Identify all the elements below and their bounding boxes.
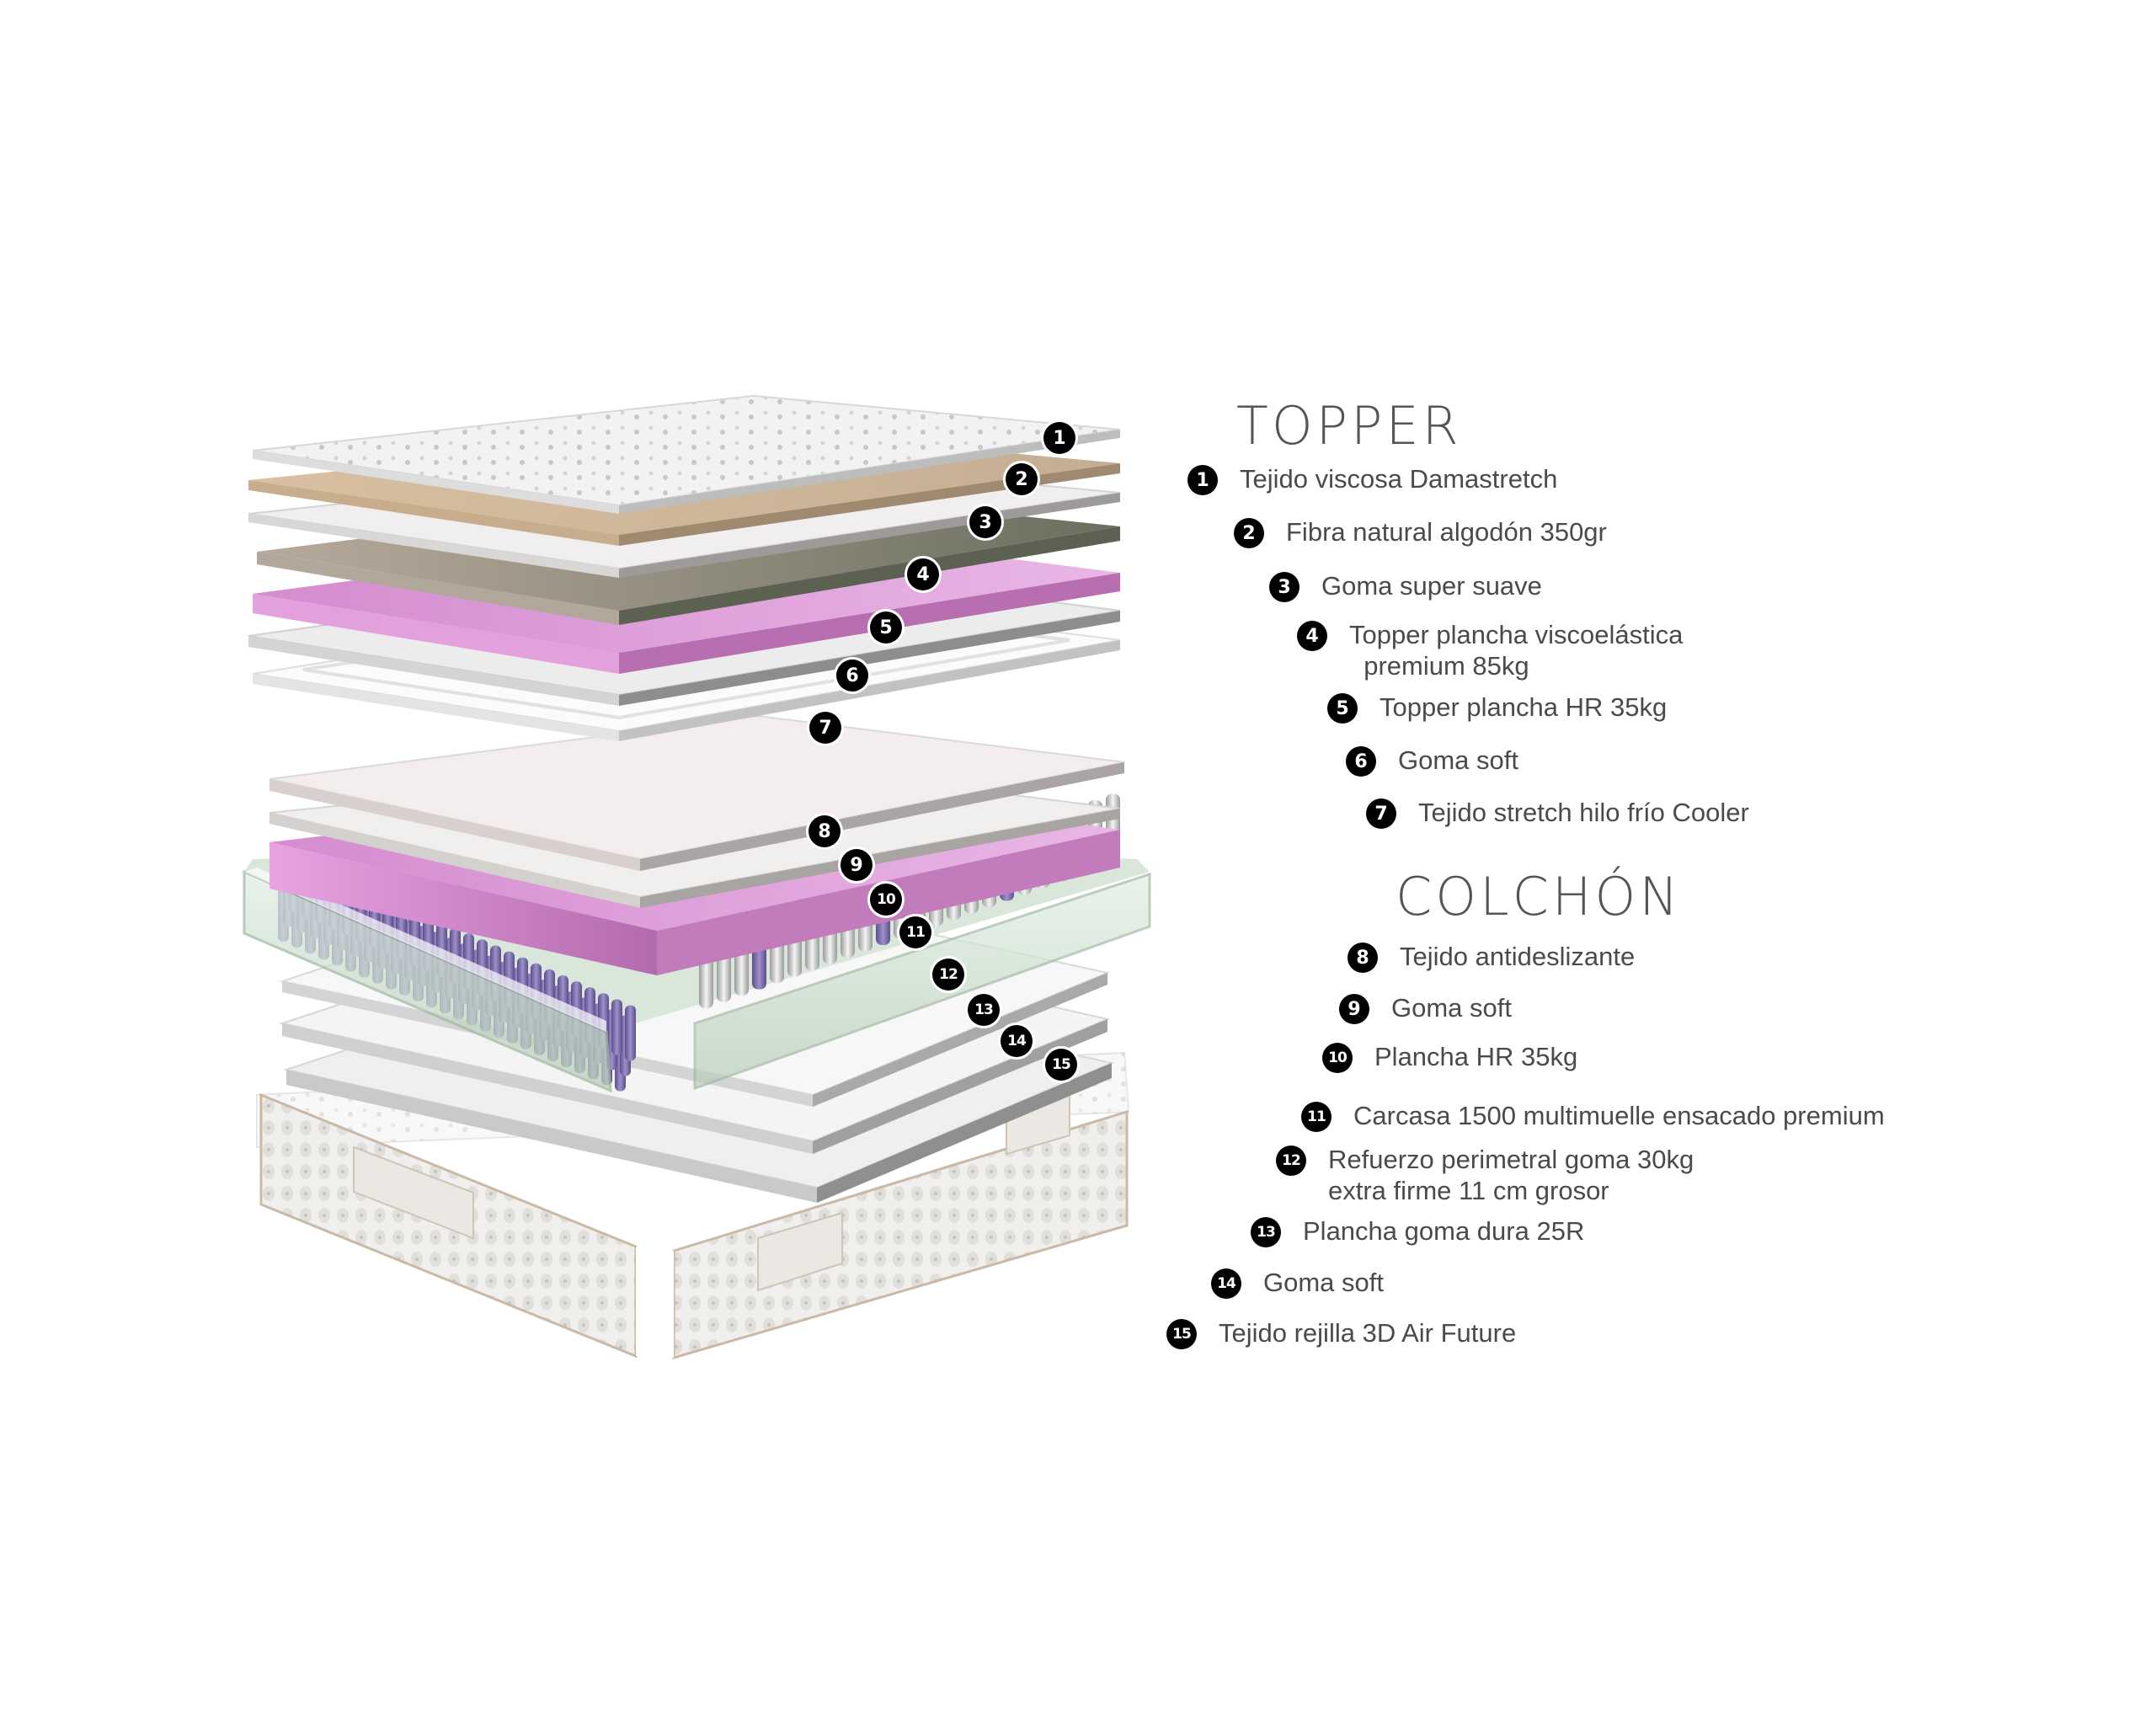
legend-item: 4 Topper plancha viscoelástica premium 85… — [1297, 619, 1683, 681]
legend-text: Tejido viscosa Damastretch — [1240, 464, 1558, 494]
legend-text: Tejido antideslizante — [1400, 942, 1636, 971]
legend-item: 14 Goma soft — [1211, 1267, 1384, 1299]
legend-item: 8 Tejido antideslizante — [1348, 941, 1635, 973]
legend-item: 6 Goma soft — [1346, 745, 1518, 777]
legend-text: Goma soft — [1263, 1268, 1384, 1297]
layer-callout: 12 — [932, 959, 964, 991]
legend-text: Topper plancha viscoelástica premium 85k… — [1349, 620, 1684, 681]
legend-text: Carcasa 1500 multimuelle ensacado premiu… — [1353, 1101, 1885, 1130]
number-badge: 2 — [1234, 518, 1264, 548]
number-badge: 9 — [1339, 994, 1369, 1024]
legend-item: 15 Tejido rejilla 3D Air Future — [1166, 1317, 1516, 1349]
number-badge: 15 — [1166, 1319, 1197, 1349]
legend-item: 5 Topper plancha HR 35kg — [1327, 692, 1667, 724]
layer-callout: 8 — [808, 815, 841, 847]
legend-item: 12 Refuerzo perimetral goma 30kg extra fi… — [1276, 1144, 1694, 1206]
legend-item: 9 Goma soft — [1339, 992, 1512, 1024]
layer-callout: 1 — [1043, 422, 1075, 454]
number-badge: 10 — [1322, 1043, 1353, 1073]
layer-callout: 4 — [907, 558, 939, 590]
layer-callout: 5 — [870, 611, 902, 644]
layer-callout: 15 — [1045, 1049, 1077, 1081]
legend-item: 10 Plancha HR 35kg — [1322, 1041, 1577, 1073]
legend-text: Fibra natural algodón 350gr — [1286, 517, 1607, 547]
layer-callout: 13 — [968, 994, 1000, 1026]
layer-callout: 10 — [870, 884, 902, 916]
legend-text: Plancha HR 35kg — [1374, 1042, 1578, 1071]
legend-item: 7 Tejido stretch hilo frío Cooler — [1366, 797, 1749, 829]
spring-coil — [611, 999, 622, 1055]
number-badge: 13 — [1251, 1217, 1281, 1247]
legend-text: Topper plancha HR 35kg — [1380, 692, 1668, 722]
legend-text: Plancha goma dura 25R — [1303, 1216, 1585, 1246]
legend-text: Goma super suave — [1321, 571, 1542, 601]
number-badge: 3 — [1269, 572, 1299, 602]
legend-item: 2 Fibra natural algodón 350gr — [1234, 516, 1607, 548]
legend-item: 11 Carcasa 1500 multimuelle ensacado prem… — [1301, 1100, 1885, 1132]
legend-text: Goma soft — [1398, 745, 1518, 775]
number-badge: 12 — [1276, 1146, 1306, 1176]
legend-text: Refuerzo perimetral goma 30kg extra firm… — [1328, 1145, 1694, 1205]
number-badge: 7 — [1366, 798, 1396, 829]
legend-item: 3 Goma super suave — [1269, 570, 1542, 602]
spring-coil — [625, 1005, 636, 1061]
layer-callout: 9 — [841, 849, 873, 881]
layer-callout: 6 — [836, 660, 868, 692]
layer-callout: 2 — [1006, 463, 1038, 495]
layer-callout: 14 — [1001, 1025, 1033, 1057]
number-badge: 1 — [1187, 465, 1218, 495]
colchon-heading: COLCHÓN — [1396, 866, 1682, 927]
number-badge: 6 — [1346, 746, 1376, 777]
legend-text: Tejido stretch hilo frío Cooler — [1418, 798, 1749, 827]
layer-callout: 11 — [899, 916, 931, 948]
topper-stack — [248, 394, 1121, 741]
number-badge: 14 — [1211, 1268, 1241, 1299]
number-badge: 4 — [1297, 621, 1327, 651]
layer-callout: 3 — [969, 506, 1001, 538]
legend-text: Goma soft — [1391, 993, 1512, 1023]
number-badge: 11 — [1301, 1102, 1331, 1132]
number-badge: 5 — [1327, 693, 1358, 724]
legend-item: 1 Tejido viscosa Damastretch — [1187, 463, 1557, 495]
legend-text: Tejido rejilla 3D Air Future — [1219, 1318, 1517, 1348]
number-badge: 8 — [1348, 943, 1378, 973]
layer-callout: 7 — [809, 712, 841, 744]
topper-heading: TOPPER — [1236, 395, 1462, 457]
legend-item: 13 Plancha goma dura 25R — [1251, 1215, 1584, 1247]
